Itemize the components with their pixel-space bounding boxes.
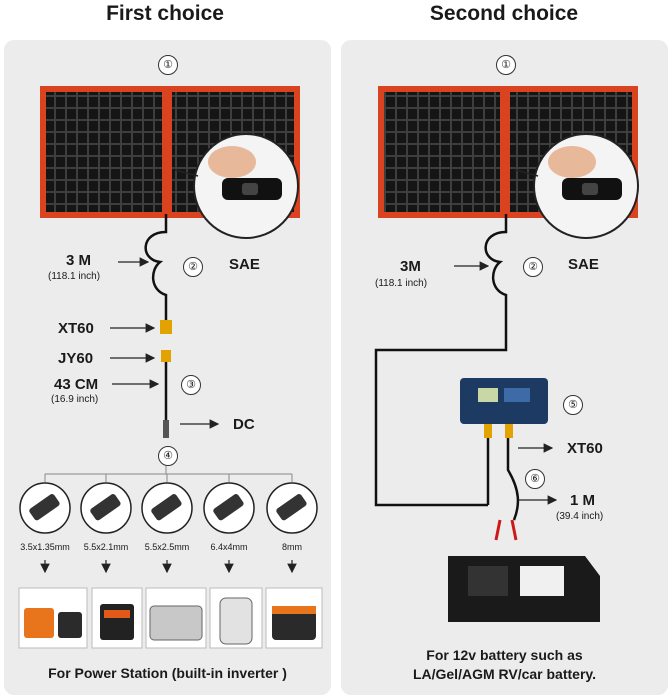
cable1-length-right: 3M	[400, 258, 421, 275]
step-2-right: ②	[523, 257, 543, 277]
step-5-right: ⑤	[563, 395, 583, 415]
tip-size: 3.5x1.35mm	[20, 542, 70, 552]
dc-tip-circles	[19, 482, 318, 534]
down-arrows	[40, 560, 297, 574]
cable-left	[144, 214, 168, 425]
step-6-right: ⑥	[525, 469, 545, 489]
footer-left: For Power Station (built-in inverter )	[48, 665, 287, 681]
sae-connector-closeup-right	[514, 133, 639, 239]
dc-label-left: DC	[233, 416, 255, 433]
xt60-label-right: XT60	[567, 440, 603, 457]
sae-connector-closeup-left	[174, 133, 299, 239]
footer-right-line1: For 12v battery such as	[426, 647, 583, 663]
cable1-length-left: 3 M	[66, 252, 92, 269]
step-4-left: ④	[158, 446, 178, 466]
xt60-label-left: XT60	[58, 320, 94, 337]
step-1-left: ①	[158, 55, 178, 75]
step-3-left: ③	[181, 375, 201, 395]
second-choice-title: Second choice	[429, 2, 579, 25]
step-2-left: ②	[183, 257, 203, 277]
step-1-right: ①	[496, 55, 516, 75]
jy60-connector-left	[161, 350, 171, 362]
jy60-label-left: JY60	[58, 350, 94, 367]
tip-size: 6.4x4mm	[210, 542, 248, 552]
footer-right-line2: LA/Gel/AGM RV/car battery.	[412, 666, 597, 682]
first-choice-title: First choice	[106, 2, 224, 25]
cable1-inch-left: (118.1 inch)	[48, 271, 101, 282]
cable-right	[374, 214, 520, 521]
cable2-inch-left: (16.9 inch)	[51, 394, 99, 405]
tip-size: 5.5x2.1mm	[83, 542, 129, 552]
cable1-inch-right: (118.1 inch)	[375, 278, 428, 289]
battery-12v	[448, 556, 600, 622]
cable3-length-right: 1 M	[570, 492, 596, 509]
dc-plug-left	[163, 420, 169, 438]
tip-tree-left	[44, 466, 293, 482]
arrows-left	[110, 257, 220, 429]
charge-controller	[460, 378, 548, 438]
tip-size: 5.5x2.5mm	[144, 542, 190, 552]
cable2-length-left: 43 CM	[54, 376, 99, 393]
solar-panel-left	[40, 86, 300, 218]
battery-clips	[494, 519, 518, 541]
xt60-connector-left	[160, 320, 172, 334]
sae-label-right: SAE	[568, 256, 599, 273]
arrows-right	[454, 261, 558, 505]
sae-label-left: SAE	[229, 256, 260, 273]
cable3-inch-right: (39.4 inch)	[556, 511, 604, 522]
tip-size: 8mm	[282, 542, 302, 552]
power-station-images	[18, 587, 323, 649]
